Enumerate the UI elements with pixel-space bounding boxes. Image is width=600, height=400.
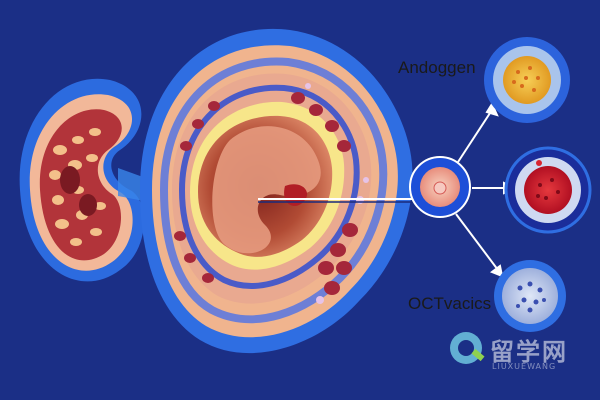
watermark-text: 留学网 [490,338,568,366]
watermark-subtext: LIUXUEWANG [492,362,557,371]
watermark: 留学网 LIUXUEWANG [444,332,594,378]
label-bottom-right: OCTvacics [408,294,492,313]
detail-circle-red [504,146,592,234]
watermark-logo-icon [450,332,485,364]
hub-circle [409,156,471,218]
detail-circle-cells [494,260,566,332]
tissue-sample-left [19,78,144,282]
organ-cross-section [140,28,413,354]
detail-circle-yellow [484,37,570,123]
label-top-right: Andoggen [398,58,476,77]
